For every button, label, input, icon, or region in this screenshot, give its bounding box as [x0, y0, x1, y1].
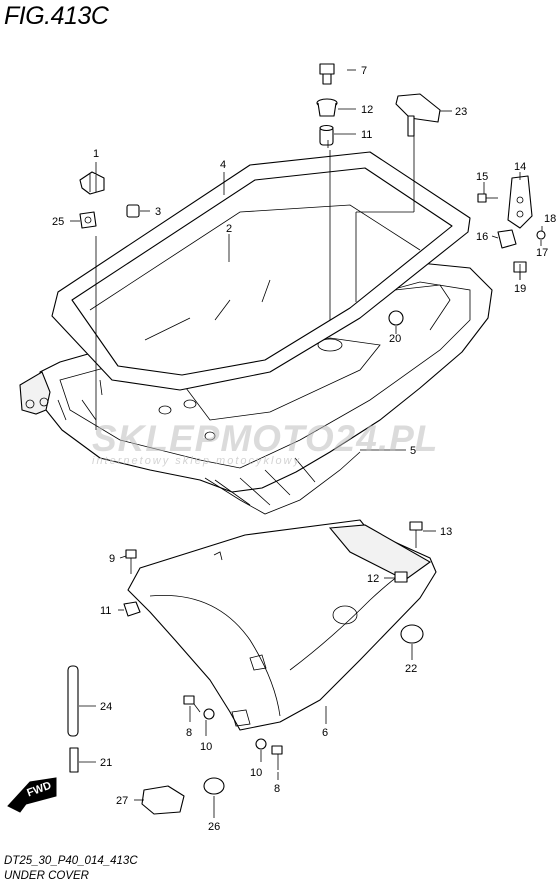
- callout-11: 11: [100, 605, 111, 617]
- callout-14: 12: [361, 104, 373, 116]
- callout-3: 3: [155, 206, 161, 218]
- lever-25-icon: [395, 93, 441, 137]
- fwd-arrow-icon: FWD: [7, 777, 57, 813]
- grommet-14-icon: [316, 98, 338, 117]
- watermark-brand: SKLEPMOTO24.PL: [92, 418, 439, 459]
- callout-26: 24: [100, 701, 112, 713]
- callout-20: 18: [544, 213, 556, 225]
- figure-name: UNDER COVER: [4, 870, 89, 882]
- callout-19: 17: [536, 247, 548, 259]
- cap-24-icon: [400, 624, 424, 644]
- washer-10b-icon: [255, 738, 267, 750]
- pad-29-icon: [141, 785, 185, 815]
- fitting-1-icon: [79, 171, 105, 195]
- hardware: [67, 63, 546, 815]
- callout-25: 23: [455, 106, 467, 118]
- seal-ring: [51, 151, 471, 391]
- bolt-15-icon: [409, 521, 423, 548]
- callout-10b: 10: [250, 767, 262, 779]
- callout-22: 20: [389, 333, 401, 345]
- cover-interior: [89, 204, 421, 341]
- nut-3-icon: [126, 204, 140, 218]
- callout-27: 25: [52, 216, 64, 228]
- callout-17: 15: [476, 171, 488, 183]
- bracket-16-icon: [507, 175, 533, 229]
- callout-4: 4: [220, 159, 226, 171]
- collar-13-icon: [319, 124, 334, 146]
- bolt-9-icon: [125, 549, 137, 574]
- callout-21: 19: [514, 283, 526, 295]
- callout-2: 2: [226, 223, 232, 235]
- callout-29: 27: [116, 795, 128, 807]
- callout-8b: 8: [274, 783, 280, 795]
- callout-15: 13: [440, 526, 452, 538]
- callout-5: 5: [410, 445, 416, 457]
- side-cover: [127, 519, 437, 731]
- rod-26-icon: [67, 665, 79, 737]
- link-18-icon: [497, 229, 517, 249]
- bolt-8b-icon: [271, 745, 283, 770]
- leader-lines: [70, 69, 543, 818]
- callout-16: 14: [514, 161, 526, 173]
- clip-12-icon: [394, 571, 408, 583]
- grommet-22-icon: [388, 310, 404, 326]
- washer-19-icon: [536, 230, 546, 240]
- bolt-8a-icon: [183, 695, 201, 713]
- callout-12: 12: [367, 573, 379, 585]
- callout-13: 11: [361, 129, 372, 141]
- callout-23: 21: [100, 757, 112, 769]
- callout-8a: 8: [186, 727, 192, 739]
- callout-10a: 10: [200, 741, 212, 753]
- callout-labels: 7 12 11 23 1 4 3 25 2 14 15 18 16 17 19 …: [52, 65, 556, 833]
- callout-6: 6: [322, 727, 328, 739]
- figure-title: FIG.413C: [4, 2, 109, 30]
- cap-28-icon: [203, 777, 225, 795]
- washer-10a-icon: [203, 708, 215, 720]
- callout-28: 26: [208, 821, 220, 833]
- callout-7: 7: [361, 65, 367, 77]
- screw-17-icon: [477, 193, 498, 203]
- callout-9: 9: [109, 553, 115, 565]
- bolt-7-icon: [319, 63, 335, 85]
- clip-27-icon: [79, 211, 97, 229]
- callout-24: 22: [405, 663, 417, 675]
- figure-code: DT25_30_P40_014_413C: [4, 855, 138, 867]
- callout-18: 16: [476, 231, 488, 243]
- callout-1: 1: [93, 148, 99, 160]
- nut-11-icon: [123, 601, 141, 617]
- watermark-tagline: internetowy sklep motocyklowy: [92, 455, 302, 467]
- pin-23-icon: [69, 747, 79, 773]
